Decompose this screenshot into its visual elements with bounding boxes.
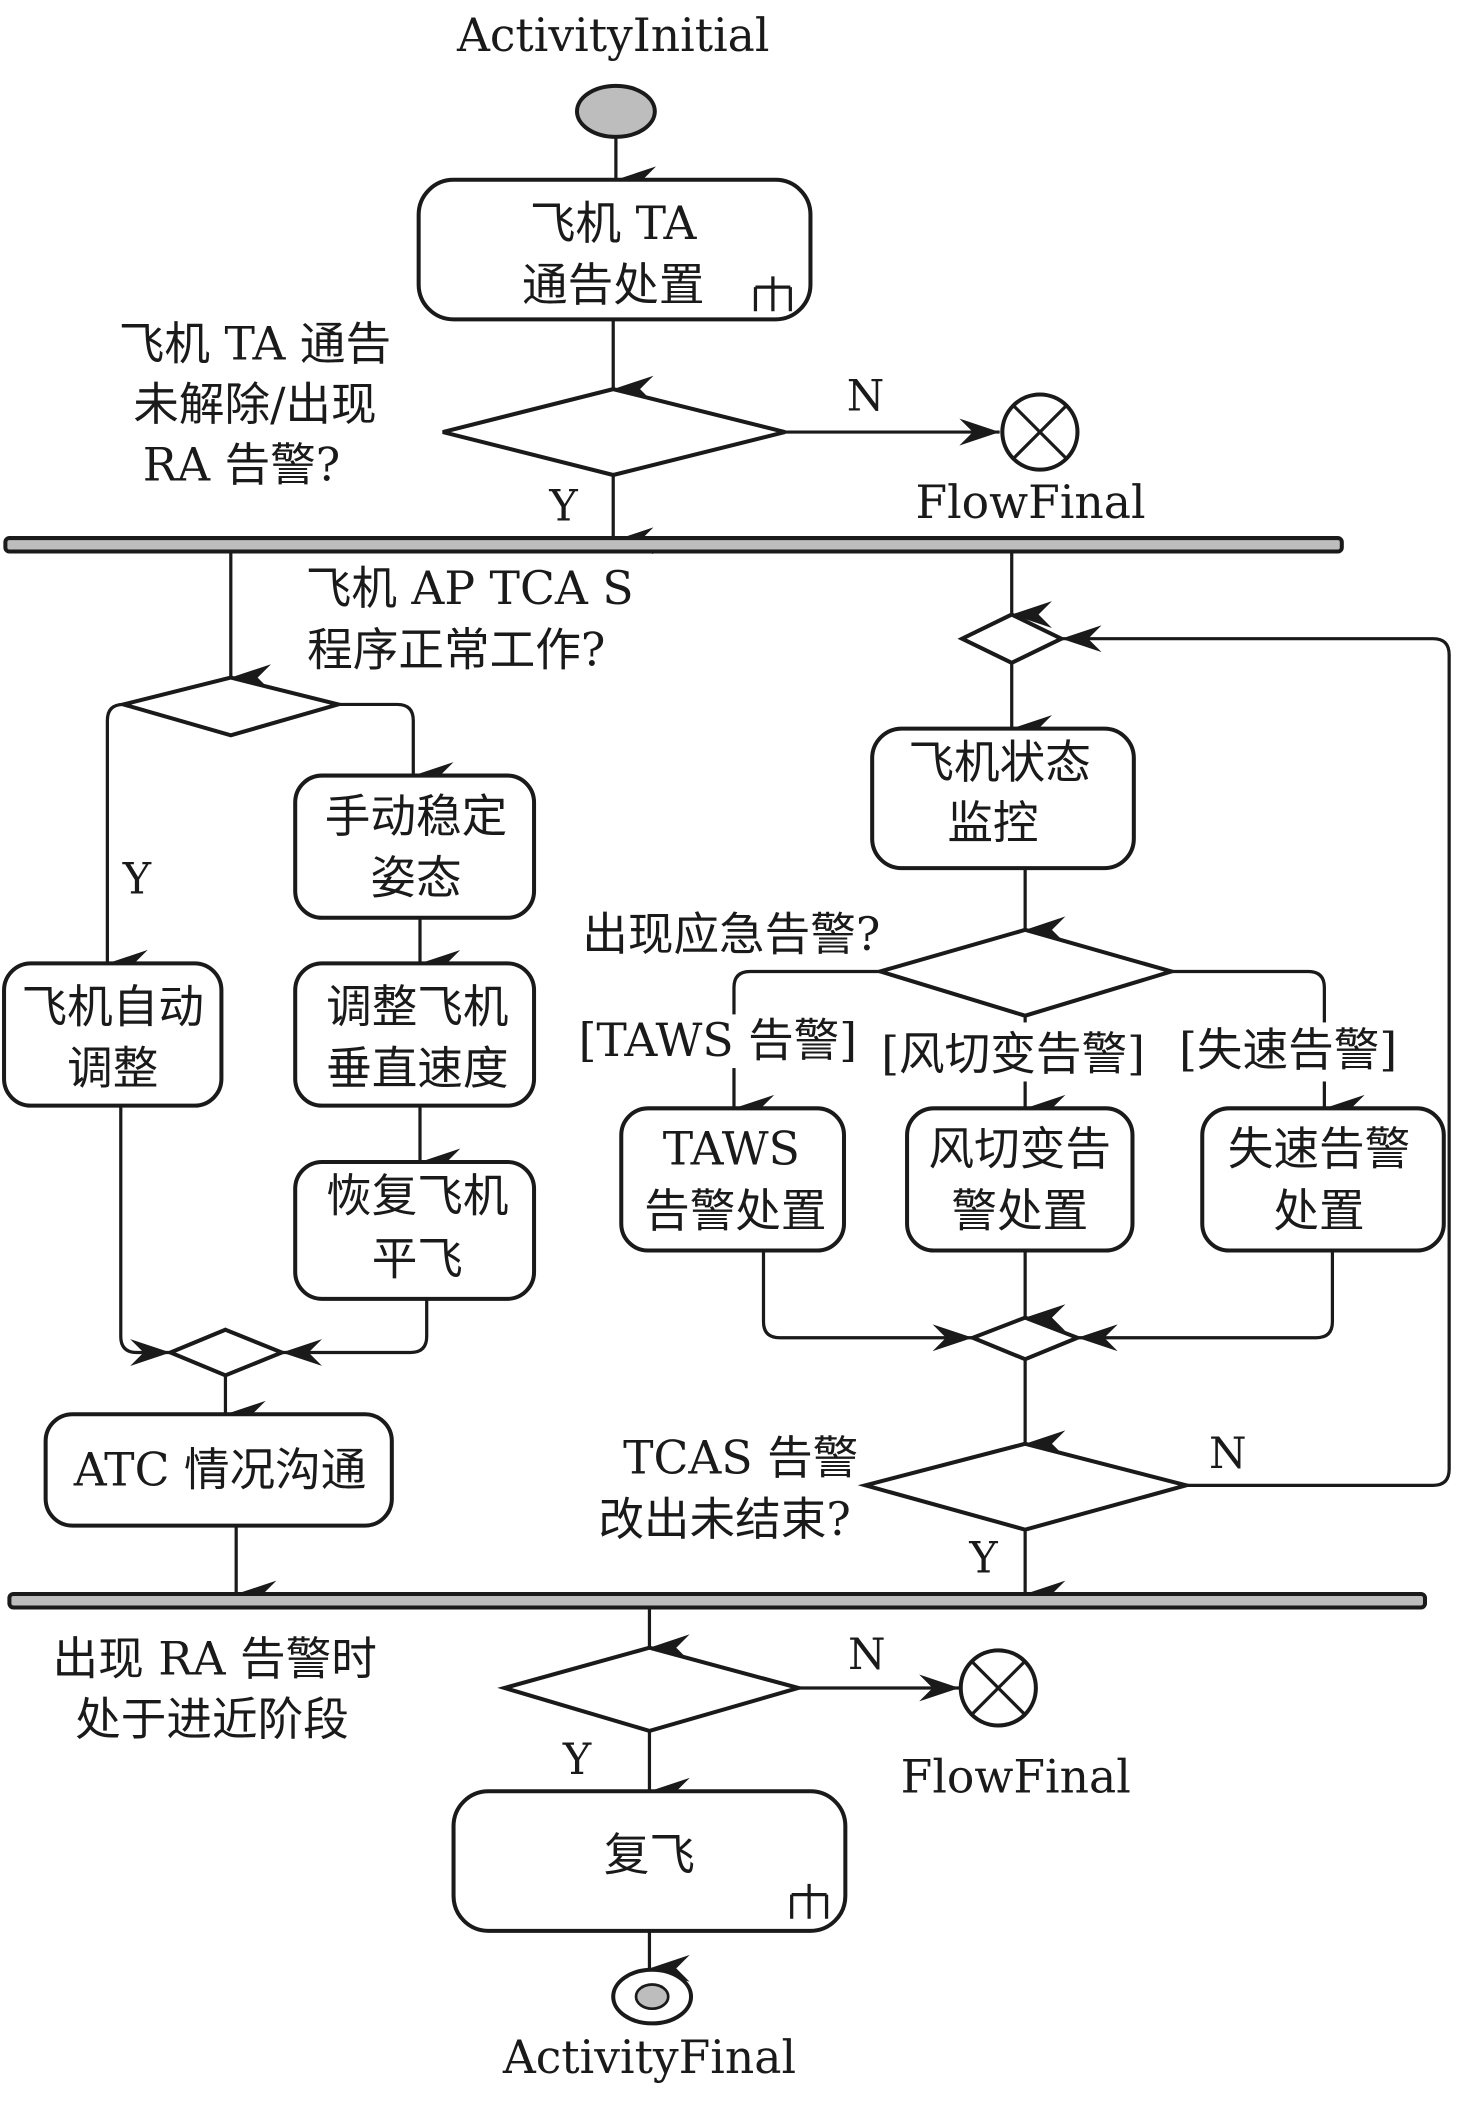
decision-line-1: 出现 RA 告警时 xyxy=(53,1633,377,1686)
action-atc-communication: ATC 情况沟通 xyxy=(43,1412,394,1528)
action-box xyxy=(1200,1106,1446,1253)
action-box xyxy=(293,773,537,920)
action-line-2: 姿态 xyxy=(370,852,461,905)
merge-diamond-left xyxy=(165,1327,288,1378)
action-go-around: 复飞 xyxy=(451,1789,848,1933)
guard-windshear: [风切变告警] xyxy=(881,1027,1145,1080)
rake-icon xyxy=(790,1883,829,1919)
loop-merge-diamond xyxy=(957,612,1066,666)
guard-bg xyxy=(869,1022,1154,1082)
action-box xyxy=(905,1106,1135,1253)
merge-diamond-right xyxy=(967,1315,1083,1362)
action-line-1: 风切变告 xyxy=(929,1123,1111,1176)
edge-to-taws xyxy=(732,969,881,1122)
action-taws-handling: TAWS 告警处置 xyxy=(619,1106,847,1253)
action-line-1: 恢复飞机 xyxy=(326,1170,508,1223)
action-line-1: 飞机状态 xyxy=(908,736,1090,789)
decision-line-1: TCAS 告警 xyxy=(623,1431,858,1484)
decision-line-1: 飞机 AP TCA S xyxy=(306,562,634,615)
action-line-2: 警处置 xyxy=(951,1184,1088,1237)
edge-taws-to-merge xyxy=(761,1250,973,1352)
yes-label: Y xyxy=(562,1735,592,1785)
action-line-2: 垂直速度 xyxy=(326,1042,508,1095)
action-box xyxy=(416,177,813,322)
decision-diamond xyxy=(497,1645,806,1734)
action-line-1: 飞机 TA xyxy=(530,197,698,250)
edge-yes-to-auto xyxy=(105,702,148,977)
guard-stall: [失速告警] xyxy=(1179,1023,1397,1076)
action-line-2: 监控 xyxy=(947,797,1038,850)
action-box xyxy=(2,961,224,1108)
edge-auto-to-merge xyxy=(119,1105,171,1366)
activity-initial-label: ActivityInitial xyxy=(456,9,770,62)
action-box xyxy=(870,726,1136,871)
decision-line-1: 飞机 TA 通告 xyxy=(119,318,391,371)
action-box xyxy=(619,1106,847,1253)
action-line-1: TAWS xyxy=(663,1123,800,1176)
no-label: N xyxy=(1209,1429,1247,1479)
decision-line-1: 出现应急告警? xyxy=(582,908,880,961)
yes-label: Y xyxy=(548,482,578,532)
action-line-2: 平飞 xyxy=(372,1233,463,1286)
activity-initial-node xyxy=(574,83,657,139)
yes-label: Y xyxy=(122,855,152,905)
activity-final-node xyxy=(611,1967,694,2026)
no-label: N xyxy=(847,372,885,422)
action-manual-stabilize: 手动稳定 姿态 xyxy=(293,773,537,920)
join-bar xyxy=(7,1592,1428,1610)
action-line-1: 手动稳定 xyxy=(325,790,507,843)
decision-tcas-not-ended: TCAS 告警 改出未结束? xyxy=(598,1431,1194,1546)
flow-final-label-1: FlowFinal xyxy=(915,476,1145,529)
action-line-2: 通告处置 xyxy=(522,259,704,312)
action-box xyxy=(43,1412,394,1528)
decision-line-2: 程序正常工作? xyxy=(307,624,605,677)
edge-no-loop-back xyxy=(1061,625,1451,1487)
no-label: N xyxy=(848,1630,886,1680)
edge-no-to-manual xyxy=(338,702,454,789)
decision-diamond xyxy=(873,927,1179,1018)
action-line-2: 告警处置 xyxy=(644,1184,826,1237)
activity-final-label: ActivityFinal xyxy=(502,2031,796,2084)
action-line-1: 飞机自动 xyxy=(22,980,204,1033)
decision-line-2: 改出未结束? xyxy=(598,1493,851,1546)
flow-final-label-2: FlowFinal xyxy=(901,1751,1131,1804)
flow-final-node-1 xyxy=(1000,392,1080,472)
action-line-1: 复飞 xyxy=(604,1828,695,1881)
decision-diamond xyxy=(115,675,346,738)
decision-emergency-alert: 出现应急告警? xyxy=(582,908,1179,1018)
action-restore-level-flight: 恢复飞机 平飞 xyxy=(293,1159,537,1301)
action-windshear-handling: 风切变告 警处置 xyxy=(905,1106,1135,1253)
action-line-1: ATC 情况沟通 xyxy=(73,1443,367,1496)
decision-line-2: 未解除/出现 xyxy=(133,378,376,431)
yes-label: Y xyxy=(968,1534,998,1584)
edge-to-stall xyxy=(1171,969,1365,1122)
decision-ta-unresolved: 飞机 TA 通告 未解除/出现 RA 告警? xyxy=(119,318,786,491)
guard-taws: [TAWS 告警] xyxy=(579,1014,857,1067)
action-line-2: 处置 xyxy=(1273,1184,1364,1237)
flow-final-node-2 xyxy=(958,1648,1038,1728)
decision-diamond xyxy=(857,1441,1194,1532)
decision-line-2: 处于进近阶段 xyxy=(75,1693,349,1746)
decision-approach-phase: 出现 RA 告警时 处于进近阶段 xyxy=(53,1633,806,1746)
action-line-2: 调整 xyxy=(67,1042,158,1095)
action-ta-advisory: 飞机 TA 通告处置 xyxy=(416,177,813,322)
decision-ap-tcas-ok: 飞机 AP TCA S 程序正常工作? xyxy=(115,562,634,738)
decision-line-3: RA 告警? xyxy=(143,438,340,491)
edge-stall-to-merge xyxy=(1077,1250,1335,1352)
action-line-1: 调整飞机 xyxy=(326,980,508,1033)
rake-icon xyxy=(753,276,792,312)
action-box xyxy=(293,961,537,1108)
action-box xyxy=(293,1159,537,1301)
fork-bar xyxy=(3,536,1344,554)
guard-bg xyxy=(576,1014,859,1069)
action-stall-handling: 失速告警 处置 xyxy=(1200,1106,1446,1253)
action-adjust-vertical-speed: 调整飞机 垂直速度 xyxy=(293,961,537,1108)
guard-bg xyxy=(1167,1022,1412,1082)
edge-level-to-merge xyxy=(281,1298,429,1366)
action-line-1: 失速告警 xyxy=(1228,1123,1410,1176)
decision-diamond xyxy=(442,387,786,478)
action-state-monitor: 飞机状态 监控 xyxy=(870,726,1136,871)
action-auto-adjust: 飞机自动 调整 xyxy=(2,961,224,1108)
